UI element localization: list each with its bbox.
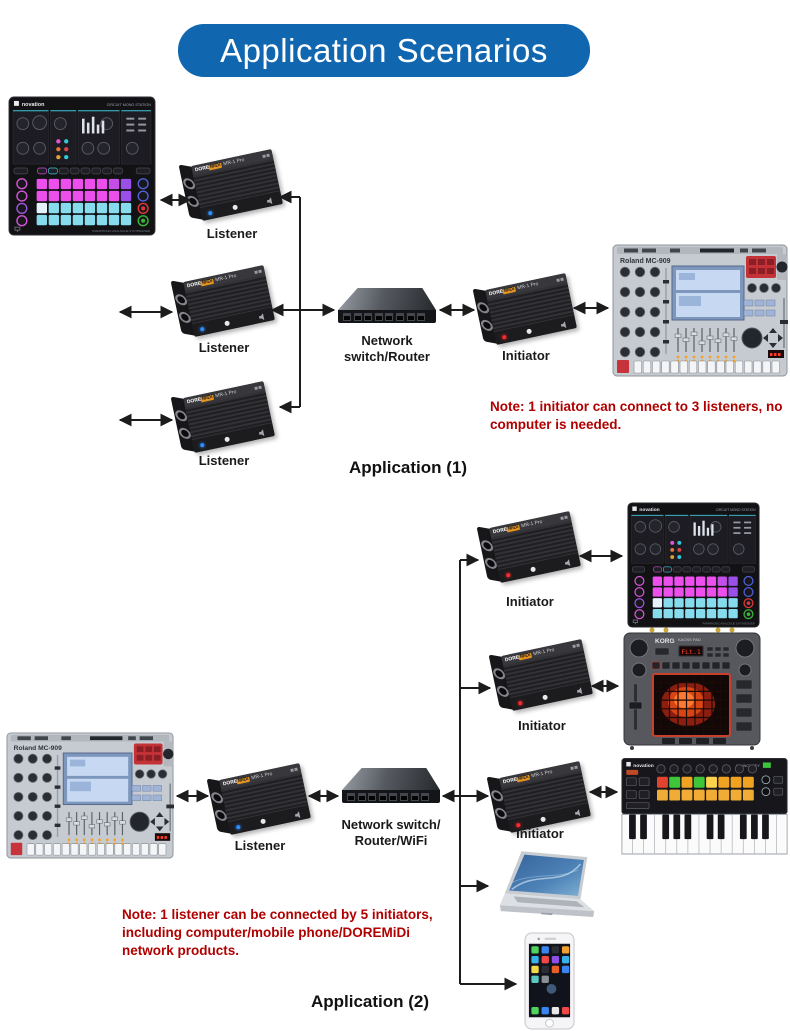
audio-icon bbox=[265, 190, 277, 209]
audio-icon bbox=[559, 314, 571, 333]
pair-button bbox=[224, 320, 231, 327]
pair-button bbox=[542, 694, 549, 701]
listener-label-2: Listener bbox=[198, 340, 250, 355]
status-led bbox=[207, 210, 213, 216]
audio-icon bbox=[257, 422, 269, 441]
pair-button bbox=[526, 328, 533, 335]
audio-icon bbox=[573, 802, 585, 821]
audio-icon bbox=[563, 552, 575, 571]
network-switch-image-app1 bbox=[338, 288, 436, 324]
status-led bbox=[199, 326, 205, 332]
note-app2: Note: 1 listener can be connected by 5 i… bbox=[122, 907, 433, 959]
pair-button bbox=[260, 818, 267, 825]
ethernet-ports bbox=[342, 790, 440, 803]
initiator-label-1: Initiator bbox=[506, 594, 554, 609]
initiator-label-3: Initiator bbox=[516, 826, 564, 841]
note-app1: Note: 1 initiator can connect to 3 liste… bbox=[490, 399, 783, 433]
page-title: Application Scenarios bbox=[178, 24, 590, 77]
audio-icon bbox=[575, 680, 587, 699]
roland-mc909-image-app2 bbox=[6, 730, 174, 860]
status-led bbox=[517, 700, 523, 706]
launchkey-keyboard-image bbox=[621, 758, 788, 855]
caption-app2: Application (2) bbox=[310, 992, 430, 1011]
pair-button bbox=[540, 816, 547, 823]
network-switch-image-app2 bbox=[342, 768, 440, 804]
ethernet-ports bbox=[338, 310, 436, 323]
status-led bbox=[505, 572, 511, 578]
novation-circuit-image-app1 bbox=[8, 96, 156, 236]
caption-app1: Application (1) bbox=[348, 458, 468, 477]
novation-circuit-image-app2 bbox=[627, 502, 760, 628]
listener-label-app2: Listener bbox=[234, 838, 286, 853]
pair-button bbox=[232, 204, 239, 211]
audio-icon bbox=[257, 306, 269, 325]
status-led bbox=[501, 334, 507, 340]
switch-label-app2: Network switch/Router/WiFi bbox=[341, 817, 441, 849]
pair-button bbox=[530, 566, 537, 573]
laptop-image bbox=[492, 850, 605, 931]
status-led bbox=[199, 442, 205, 448]
listener-label-1: Listener bbox=[206, 226, 258, 241]
status-led bbox=[235, 824, 241, 830]
korg-kaoss-pad-image bbox=[622, 626, 762, 752]
initiator-label-app1: Initiator bbox=[502, 348, 550, 363]
page-title-text: Application Scenarios bbox=[220, 31, 548, 69]
listener-label-3: Listener bbox=[198, 453, 250, 468]
audio-icon bbox=[293, 804, 305, 823]
roland-mc909-image-app1 bbox=[612, 242, 788, 378]
initiator-label-2: Initiator bbox=[518, 718, 566, 733]
pair-button bbox=[224, 436, 231, 443]
smartphone-image bbox=[521, 932, 578, 1030]
